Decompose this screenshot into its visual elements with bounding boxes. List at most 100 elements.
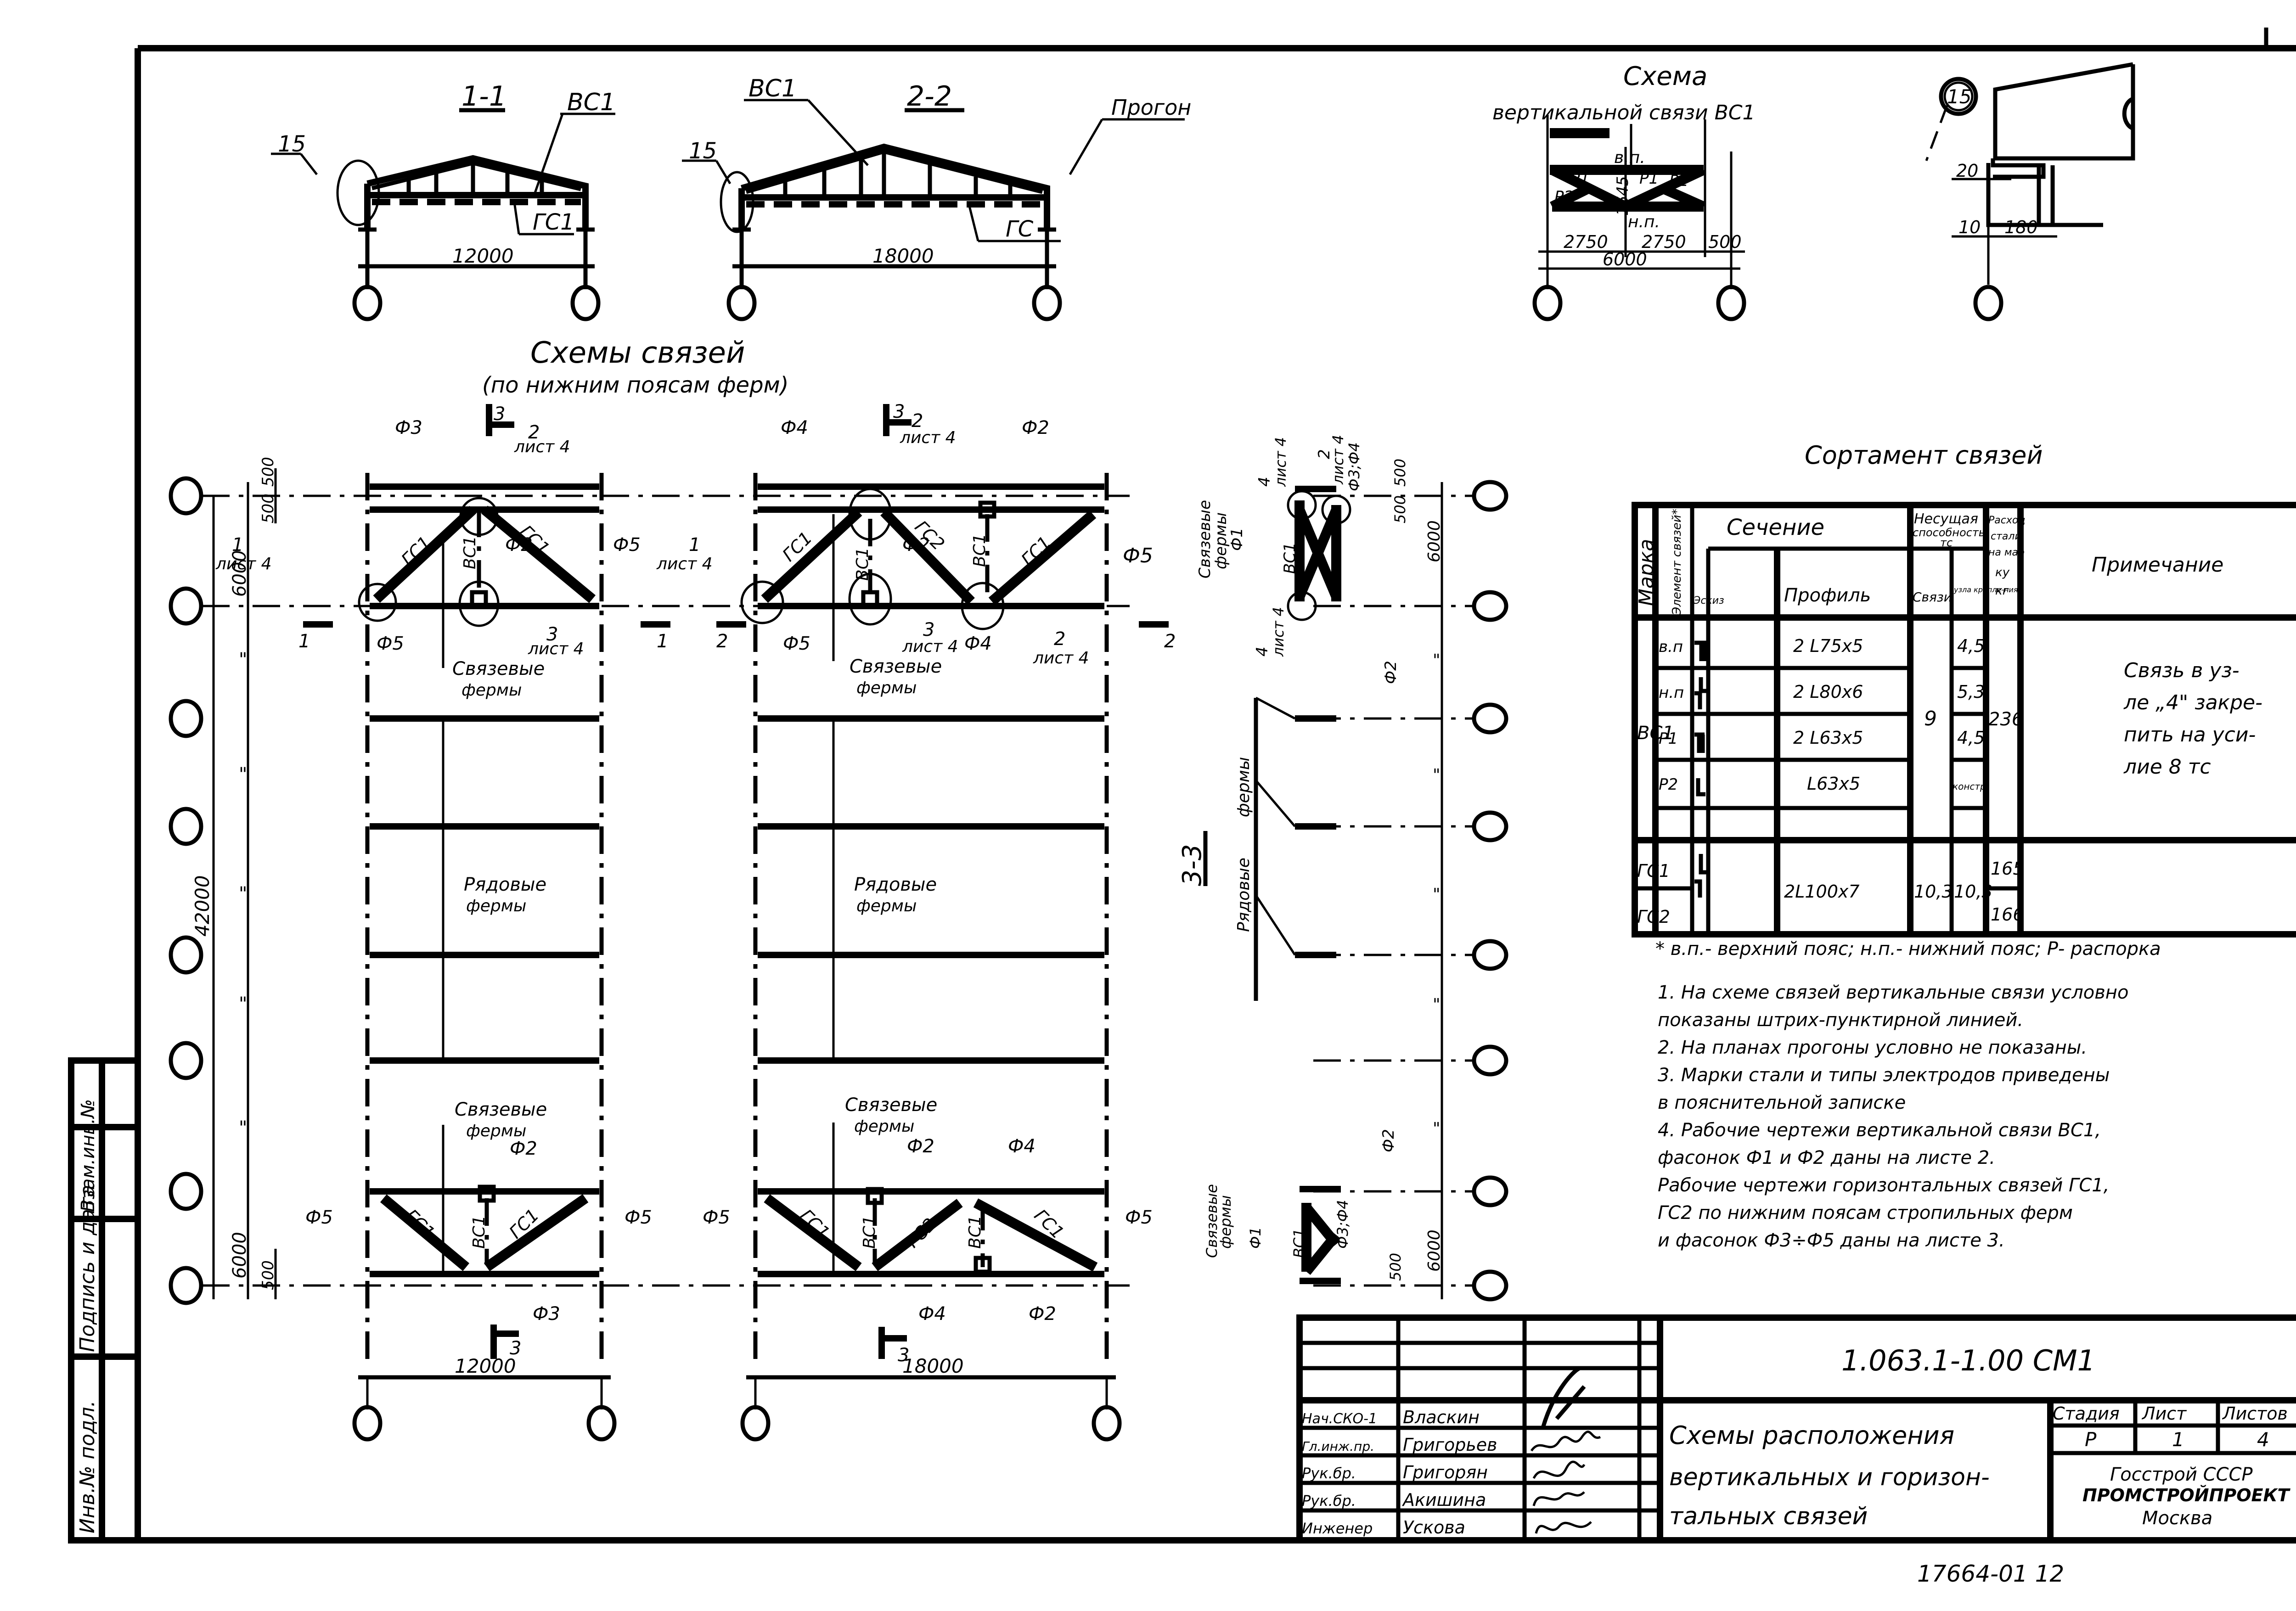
offset-angle-icon	[1694, 677, 1706, 709]
left-n3: 3	[546, 624, 558, 645]
vs-dim-6000: 6000	[1603, 249, 1647, 269]
assortment-table	[1632, 502, 2296, 937]
inventory-number: 17664-01 12	[1917, 1560, 2064, 1587]
vs-np-label: н.п.	[1628, 213, 1660, 231]
left-list4-d: лист 4	[656, 555, 713, 573]
sig-role-4: Рук.бр.	[1302, 1492, 1356, 1510]
s33-6000-top: 6000	[1425, 520, 1444, 562]
repeat-5: "	[239, 1117, 247, 1139]
section-2-2: 2-2 ВС1 Прогон 15 ГС 18000	[682, 75, 1191, 321]
th-steel-3: на мар	[1988, 547, 2025, 558]
th-steel: Расход	[1988, 515, 2026, 526]
signature-rows: Нач.СКО-1 Власкин Гл.инж.пр. Григорьев Р…	[1302, 1366, 1601, 1538]
org-3: Москва	[2142, 1508, 2212, 1529]
left-f5-b: Ф5	[613, 534, 641, 556]
sheet-label: Лист	[2141, 1403, 2187, 1424]
plans-title: Схемы связей	[530, 336, 745, 370]
right-f2-top: Ф2	[1022, 417, 1049, 438]
right-n2-top: 2	[912, 410, 923, 432]
note-line-4: 3. Марки стали и типы электродов приведе…	[1658, 1065, 2110, 1086]
left-cut1-b: 1	[657, 631, 668, 652]
right-cut2-b: 2	[1164, 631, 1176, 652]
notes: * в.п.- верхний пояс; н.п.- нижний пояс;…	[1655, 938, 2161, 1251]
gc1-mark: ГС1	[1637, 861, 1670, 881]
right-brace-trusses-top: Связевые	[850, 656, 942, 677]
s33-f1-bottom: Ф1	[1247, 1227, 1264, 1249]
sheet-title-2: вертикальных и горизон-	[1669, 1464, 1990, 1491]
gc1-steel: 165	[1991, 859, 2024, 879]
trusses-right	[758, 483, 1104, 1277]
left-dim-500-a: 500	[259, 457, 277, 487]
note-line-7: фасонок Ф1 и Ф2 даны на листе 2.	[1658, 1147, 1995, 1168]
s33-f2-top: Ф2	[1382, 661, 1400, 684]
s33-bc1-top: ВС1	[1281, 542, 1299, 574]
right-f4-bottom-a: Ф4	[1008, 1136, 1035, 1157]
note-line-8: Рабочие чертежи горизонтальных связей ГС…	[1658, 1175, 2109, 1196]
row-2-element: Р1	[1659, 730, 1678, 748]
section-2-2-bc-label: ВС1	[748, 75, 797, 102]
notes-legend: * в.п.- верхний пояс; н.п.- нижний пояс;…	[1655, 938, 2161, 960]
row-bc1-mark: ВС1	[1637, 723, 1674, 744]
left-f5-a: Ф5	[377, 633, 404, 654]
bracing-bottom-left	[380, 1184, 589, 1272]
sig-name-2: Григорьев	[1403, 1435, 1497, 1455]
vertical-brace-scheme: Схема вертикальной связи ВС1 в.п. н.п. Р…	[1492, 62, 1756, 321]
row-3-node: констр.	[1953, 781, 1989, 792]
left-trusses-bottom: фермы	[466, 1122, 526, 1140]
s33-n2: 2	[1315, 449, 1334, 459]
right-row-trusses: Рядовые	[854, 874, 937, 895]
th-steel-4: ку	[1995, 566, 2010, 579]
sig-name-1: Власкин	[1403, 1407, 1480, 1427]
left-cut3-bottom: 3	[510, 1338, 521, 1359]
left-f2-bottom: Ф2	[510, 1138, 537, 1159]
repeat-1: "	[239, 649, 247, 670]
left-bc1-top: ВС1	[461, 536, 479, 569]
left-cut1-a: 1	[298, 631, 310, 652]
vs-vp-label: в.п.	[1614, 148, 1645, 167]
right-f4-bottom-b: Ф4	[918, 1303, 946, 1325]
row-0-element: в.п	[1659, 638, 1683, 656]
th-mark: Марка	[1635, 539, 1658, 606]
th-profile: Профиль	[1784, 585, 1871, 606]
left-bc1-bottom: ВС1	[470, 1215, 489, 1249]
row-0-profile: 2 L75x5	[1793, 636, 1863, 656]
note-line-10: и фасонок Ф3÷Ф5 даны на листе 3.	[1658, 1230, 2005, 1251]
s33-f34-top: Ф3;Ф4	[1345, 442, 1363, 491]
row-0-node: 4,5	[1957, 636, 1985, 656]
th-cap-brace: Связи	[1913, 589, 1952, 605]
axis-markers-3-3	[1472, 480, 1508, 1302]
s33-f2-bottom: Ф2	[1379, 1129, 1398, 1152]
right-f4-mid: Ф4	[964, 633, 992, 654]
s33-list4-b: лист 4	[1329, 435, 1347, 485]
node-15-dim-10: 10	[1958, 217, 1981, 237]
bracing-bottom-right	[764, 1187, 1098, 1274]
right-n3: 3	[923, 619, 934, 640]
section-2-2-span: 18000	[872, 245, 934, 267]
axis-markers-left	[169, 476, 203, 1305]
right-f4-top: Ф4	[781, 417, 808, 438]
right-cut3-bottom: 3	[898, 1345, 909, 1366]
s33-repeat-1: "	[1433, 651, 1441, 670]
left-row-trusses-2: фермы	[466, 897, 526, 915]
vs-p2-left: Р2	[1554, 188, 1574, 206]
sheet-value: 1	[2172, 1428, 2184, 1451]
row-1-node: 5,3	[1957, 682, 1985, 702]
right-f5-b: Ф5	[783, 633, 810, 654]
left-n1-b: 1	[689, 534, 700, 556]
vs-note-2: ле „4" закре-	[2123, 691, 2262, 714]
s33-6000-bottom: 6000	[1425, 1229, 1444, 1272]
left-f2-top: Ф2	[505, 534, 533, 556]
plan-18000: ГС1 ГС2 ГС1 ВС1 ВС1 Ф4 Ф2 2 лист 4 Ф2 Ф5…	[602, 401, 1176, 1442]
left-span-12000: 12000	[455, 1355, 516, 1377]
repeat-4: "	[239, 994, 247, 1015]
vs-dim-500: 500	[1708, 232, 1742, 252]
s33-f1-top: Ф1	[1228, 528, 1246, 551]
node-15-detail: 15 20 10 180	[1925, 62, 2135, 321]
left-f5-c: Ф5	[305, 1207, 333, 1228]
vs-dim-2750-left: 2750	[1564, 232, 1608, 252]
vs-note-4: лие 8 тс	[2123, 755, 2211, 779]
double-tee-angle-icon	[1694, 640, 1707, 661]
vs-note-1: Связь в уз-	[2124, 659, 2240, 682]
left-list4-a: лист 4	[514, 438, 570, 456]
